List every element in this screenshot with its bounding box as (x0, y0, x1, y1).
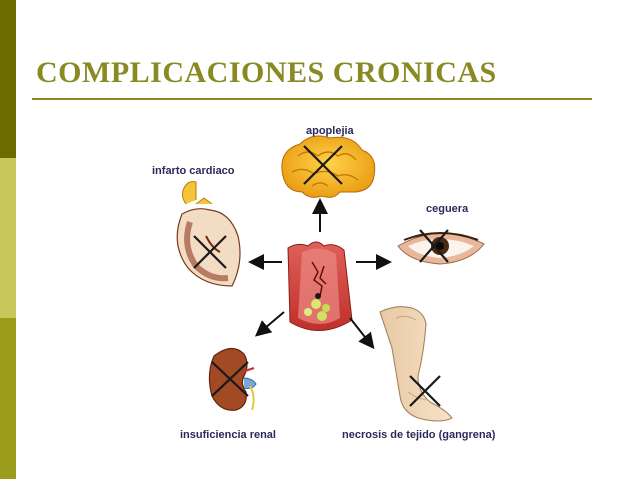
label-gangrene: necrosis de tejido (gangrena) (342, 429, 496, 441)
eye-icon (397, 232, 485, 265)
sidebar-segment-bottom (0, 318, 16, 479)
title-underline (32, 98, 592, 100)
label-heart-attack: infarto cardiaco (152, 165, 235, 177)
label-kidney-failure: insuficiencia renal (180, 429, 276, 441)
cross-mark-icon (211, 361, 249, 397)
leg-foot-icon (379, 306, 453, 422)
brain-icon (281, 135, 376, 198)
label-stroke: apoplejia (306, 125, 355, 137)
slide-sidebar (0, 0, 16, 479)
label-blindness: ceguera (426, 203, 469, 215)
kidney-icon (208, 347, 257, 411)
arrow-to-gangrene (349, 317, 375, 350)
cross-mark-icon (193, 235, 227, 269)
heart-icon (176, 181, 241, 287)
sidebar-segment-middle (0, 158, 16, 318)
damaged-blood-vessel-icon (287, 241, 353, 331)
cross-mark-icon (303, 145, 343, 185)
sidebar-segment-top (0, 0, 16, 158)
cross-mark-icon (409, 375, 441, 407)
slide-title: COMPLICACIONES CRONICAS (36, 56, 497, 89)
cross-mark-icon (419, 229, 449, 263)
arrow-to-kidney-failure (254, 311, 285, 337)
